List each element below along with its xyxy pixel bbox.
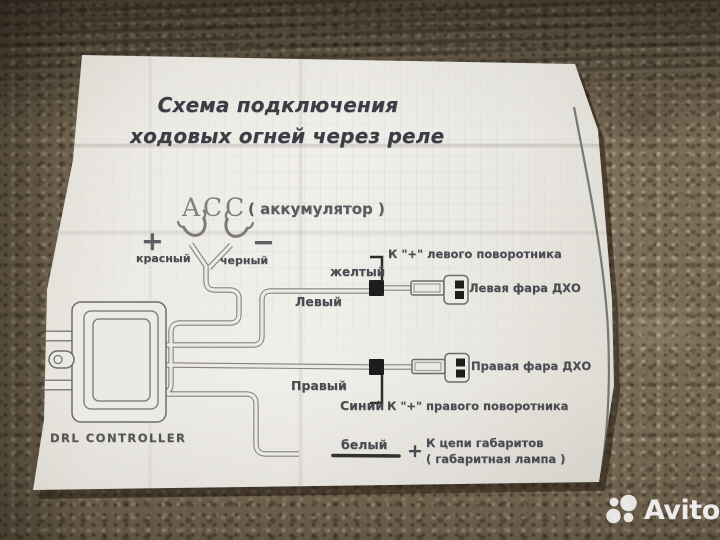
battery-note: ( аккумулятор )	[248, 200, 385, 218]
left-headlight-label: Левая фара ДХО	[469, 281, 581, 295]
white-wire-label: белый	[341, 437, 388, 452]
acc-label: ACC	[182, 193, 248, 222]
title-line-2: ходовых огней через реле	[130, 124, 445, 148]
avito-brand-text: Avito	[644, 494, 720, 526]
avito-watermark: Avito	[603, 493, 720, 527]
minus-sign: −	[252, 227, 275, 258]
right-turn-signal-note: К "+" правого поворотника	[387, 399, 569, 413]
plus-sign: +	[141, 226, 164, 257]
right-headlight-label: Правая фара ДХО	[471, 359, 592, 373]
left-wire-label: Левый	[295, 294, 342, 309]
avito-logo-icon	[606, 494, 637, 524]
controller-label: DRL CONTROLLER	[50, 431, 187, 445]
mounting-lug-icon	[48, 350, 75, 369]
blue-wire-label: Синий	[340, 398, 385, 413]
diagram-title: Схема подключения ходовых огней через ре…	[130, 90, 445, 152]
parking-lamp-note: ( габаритная лампа )	[426, 452, 566, 466]
right-wire-label: Правый	[291, 378, 347, 393]
white-wire-bare-end	[331, 453, 401, 458]
left-turn-signal-note: К "+" левого поворотника	[388, 247, 562, 261]
red-wire-label: красный	[136, 252, 191, 265]
controller-box	[71, 301, 167, 423]
black-wire-label: черный	[220, 254, 269, 267]
left-headlight-connector	[369, 255, 469, 305]
parking-plus-sign: +	[407, 440, 423, 462]
battery-clamp-icons	[177, 209, 254, 238]
right-headlight-connector	[369, 352, 470, 405]
wire-tubes	[162, 242, 413, 457]
parking-circuit-note: К цепи габаритов	[426, 436, 544, 450]
yellow-wire-label: желтый	[330, 265, 386, 279]
diagram-border-line	[572, 106, 610, 470]
title-line-1: Схема подключения	[157, 93, 399, 117]
